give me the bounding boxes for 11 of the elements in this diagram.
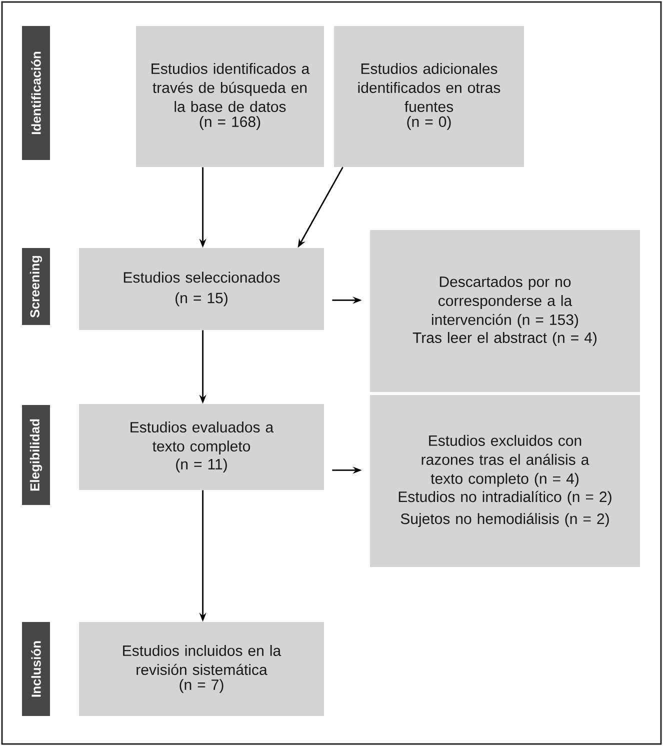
stage-band: Identificación xyxy=(22,26,50,160)
process-box: Estudios incluidos en la revisión sistemática (n = 7) xyxy=(79,622,324,716)
stage-band: Inclusión xyxy=(22,622,50,716)
process-box: Estudios seleccionados (n = 15) xyxy=(79,248,324,330)
stage-band: Elegibilidad xyxy=(22,405,50,505)
process-box: Estudios identificados a través de búsqueda en la base de datos (n = 168) xyxy=(136,26,324,167)
process-box: Estudios excluidos con razones tras el análisis a texto completo (n = 4) Estudios no intradialítico (n = 2) Sujetos no hemodiálisis (n = 2) xyxy=(370,395,640,567)
process-box: Descartados por no corresponderse a la intervención (n = 153) Tras leer el abstract (n = 4) xyxy=(370,230,640,392)
stage-band: Screening xyxy=(22,248,50,325)
process-box: Estudios adicionales identificados en otras fuentes (n = 0) xyxy=(334,26,524,167)
process-box: Estudios evaluados a texto completo (n = 11) xyxy=(79,404,324,490)
